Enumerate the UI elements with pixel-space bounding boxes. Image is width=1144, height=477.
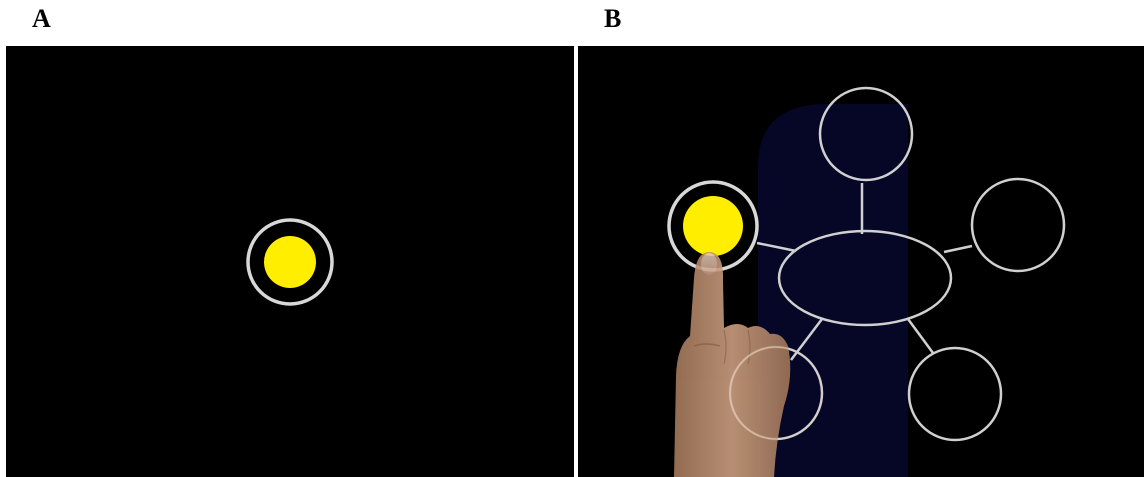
pointing-finger-icon xyxy=(674,251,791,477)
selection-ring-icon xyxy=(246,218,334,306)
panel-a-target-screen xyxy=(6,46,574,477)
connector-lines xyxy=(756,183,973,361)
connector-right xyxy=(943,244,973,254)
circle-node-right[interactable] xyxy=(970,177,1066,273)
knuckle-line-2 xyxy=(747,329,751,365)
connector-bottom-left xyxy=(790,318,823,361)
fingernail xyxy=(701,253,717,275)
backdrop-shape xyxy=(758,104,908,477)
panel-b-canvas xyxy=(667,86,1066,477)
circle-node-bottom-right[interactable] xyxy=(907,346,1003,442)
knuckle-line xyxy=(723,329,727,365)
panel-label-b: B xyxy=(604,4,622,33)
yellow-target-dot-icon[interactable] xyxy=(683,196,743,256)
finger-crease xyxy=(693,343,721,347)
connector-bottom-right xyxy=(906,318,935,354)
circle-node-bottom-left-overlay xyxy=(729,346,823,440)
panel-a-canvas xyxy=(246,218,334,306)
circle-node-top[interactable] xyxy=(818,86,914,182)
panel-b-touch-diagram xyxy=(578,46,1144,477)
hand-palm xyxy=(674,251,791,477)
panel-label-a: A xyxy=(32,4,51,33)
yellow-target-dot-icon[interactable] xyxy=(264,236,316,288)
central-ellipse-node-icon[interactable] xyxy=(777,229,953,327)
connector-left xyxy=(756,241,797,253)
